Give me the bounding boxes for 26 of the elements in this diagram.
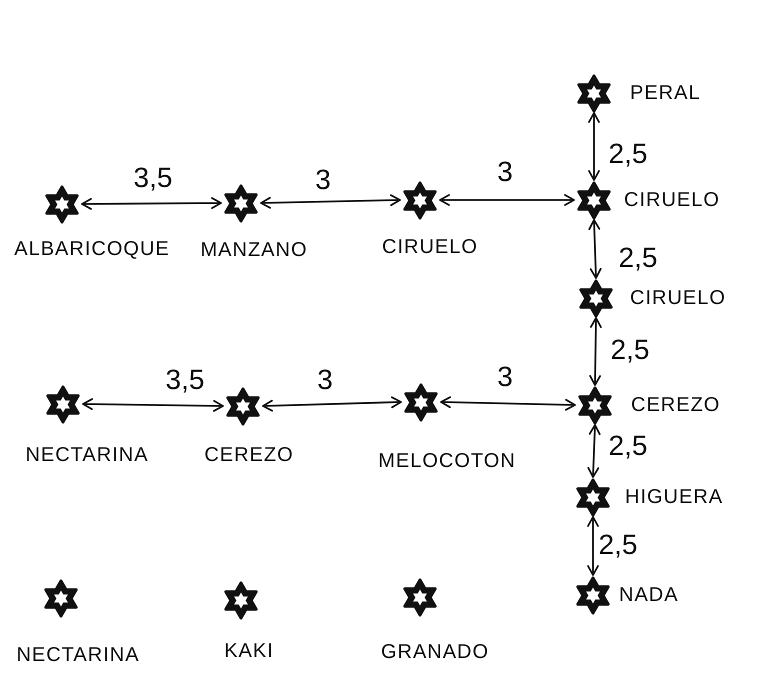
double-arrow (439, 194, 575, 206)
plant-name: NECTARINA (25, 444, 149, 466)
double-arrow (589, 317, 602, 386)
double-arrow (262, 396, 402, 412)
plant-name: CIRUELO (630, 287, 726, 309)
double-arrow (440, 396, 576, 411)
double-arrow (588, 112, 600, 181)
plant-name: GRANADO (380, 641, 490, 663)
plant-name: CIRUELO (624, 189, 720, 211)
plant-name: MELOCOTON (378, 450, 516, 472)
plant-name: NECTARINA (16, 644, 140, 666)
plant-name: MANZANO (200, 239, 308, 261)
plant-name: ALBARICOQUE (14, 238, 170, 260)
plant-name: KAKI (224, 640, 274, 662)
double-arrow (260, 194, 401, 209)
plant-name: HIGUERA (625, 486, 724, 508)
plant-name: PERAL (630, 82, 701, 104)
plant-name: CEREZO (204, 444, 294, 466)
double-arrow (587, 424, 601, 478)
double-arrow (81, 197, 222, 210)
plant-name: CIRUELO (382, 236, 478, 258)
double-arrow (588, 219, 602, 279)
plant-name: CEREZO (631, 394, 720, 416)
plant-name: NADA (619, 584, 679, 606)
double-arrow (587, 516, 599, 576)
double-arrow (82, 398, 224, 412)
